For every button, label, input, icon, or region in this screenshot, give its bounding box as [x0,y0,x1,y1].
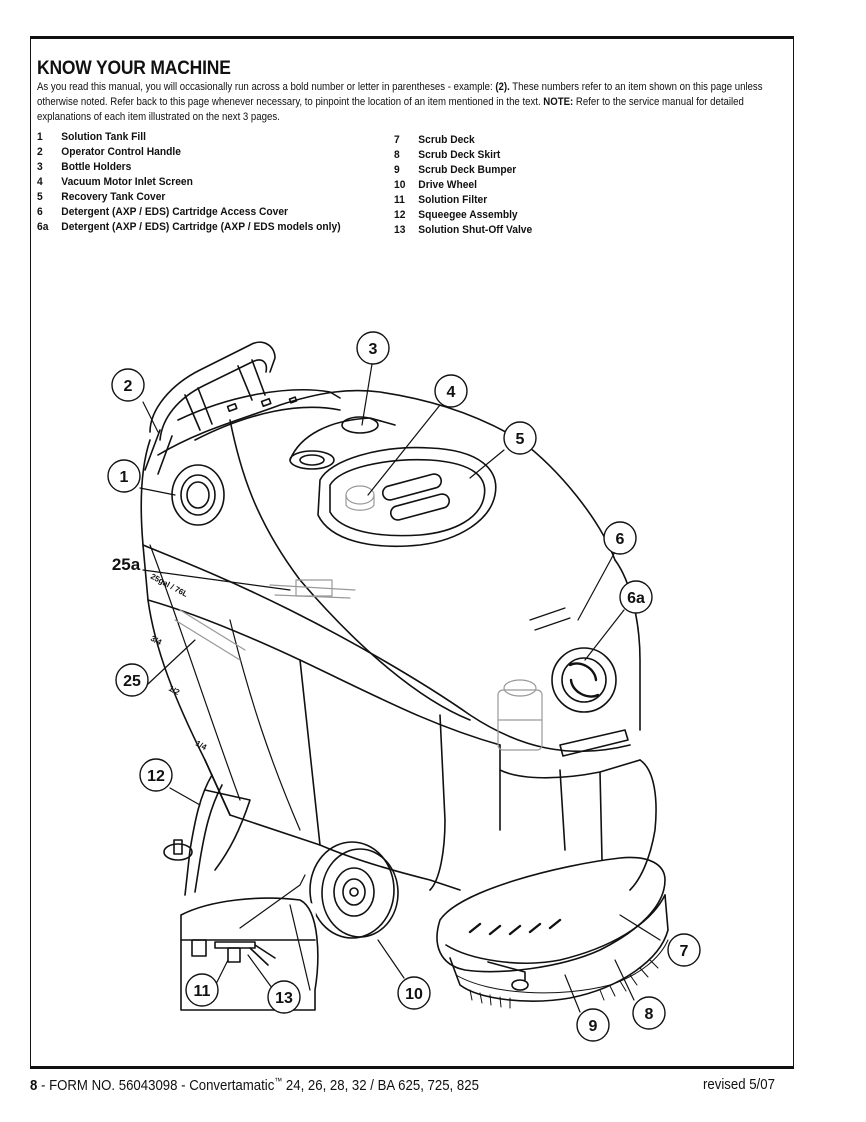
callout-12 [139,758,173,792]
solution-tank-fill [171,464,225,526]
callout-25 [115,663,149,697]
callout-3 [356,331,390,365]
callout-label: 9 [589,1018,598,1035]
callout-labels: 2 1 3 4 5 6 6a 7 8 9 10 11 13 12 25 25a [112,341,689,1035]
callout-label: 3 [369,341,378,358]
callout-13 [267,980,301,1014]
callout-label: 4 [447,384,456,401]
callout-8 [632,996,666,1030]
vacuum-inlet-screen [345,485,375,511]
operator-handle [144,341,341,475]
callout-label: 25a [112,555,141,574]
tank-marking: 1/2 [167,684,182,697]
callout-label: 8 [645,1006,654,1023]
callout-1 [107,459,141,493]
footer-revised: revised 5/07 [703,1076,775,1093]
callout-label: 12 [147,768,165,785]
detergent-cartridge [497,607,629,757]
tank-marking: 3/4 [149,634,164,647]
callout-4 [434,374,468,408]
scrub-deck [436,856,669,1009]
page-heading: KNOW YOUR MACHINE [37,58,231,79]
intro-paragraph: As you read this manual, you will occasi… [37,81,763,123]
bottle-holders [289,416,396,470]
drive-wheel [309,841,399,939]
hose-graphic [174,579,356,661]
callout-label: 25 [123,673,141,690]
callout-6a [619,580,653,614]
callout-11 [185,973,219,1007]
callout-label: 5 [516,431,525,448]
leader-lines [139,363,661,1013]
callout-label: 10 [405,986,423,1003]
callout-label: 2 [124,378,133,395]
callout-label: 13 [275,990,293,1007]
callout-label: 6 [616,531,625,548]
callout-10 [397,976,431,1010]
footer-form-info: 8 - FORM NO. 56043098 - Convertamatic™ 2… [30,1076,479,1094]
callout-label: 7 [680,943,689,960]
callout-7 [667,933,701,967]
callout-5 [503,421,537,455]
callout-9 [576,1008,610,1042]
callout-2 [111,368,145,402]
tank-marking: 1/4 [194,739,209,752]
skirt-bristles [469,959,659,1009]
callout-label: 11 [194,983,211,1000]
page-frame-bottom-rule [30,1066,794,1069]
callout-label: 6a [627,590,645,607]
machine-body [140,389,657,891]
callout-6 [603,521,637,555]
recovery-tank-cover [317,446,497,548]
callouts [107,331,701,1042]
callout-label: 1 [120,469,129,486]
squeegee-assembly [163,774,251,896]
tank-markings: 25gal / 76L 3/4 1/2 1/4 [149,572,209,752]
page-frame [30,36,794,1066]
